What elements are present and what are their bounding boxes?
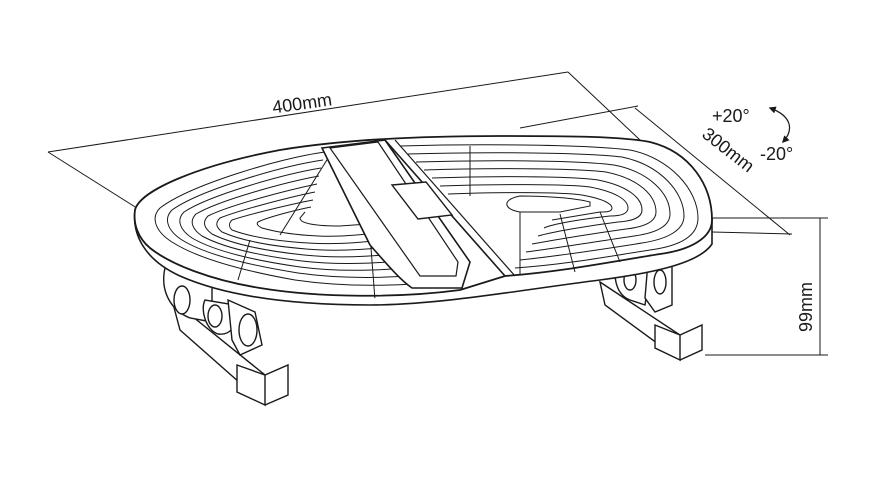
right-pad-grooves	[399, 144, 699, 275]
dimension-height	[705, 217, 828, 356]
width-dimension-line	[47, 71, 569, 153]
left-leg	[163, 267, 289, 407]
width-extension-right	[567, 71, 641, 141]
left-hinge-knob	[173, 285, 191, 315]
tilt-arrow-icon	[768, 106, 791, 144]
left-leg-foot	[236, 363, 289, 406]
platform	[133, 135, 713, 306]
depth-extension-top	[519, 105, 639, 129]
center-channel	[320, 139, 471, 289]
width-label: 400mm	[271, 89, 333, 117]
right-leg-foot	[654, 323, 703, 361]
dimension-width	[47, 71, 641, 211]
depth-extension-bottom	[711, 231, 793, 235]
left-pad-grooves	[154, 151, 451, 299]
height-label: 99mm	[796, 282, 816, 332]
depth-dimension-line	[634, 107, 791, 236]
depth-label: 300mm	[698, 124, 758, 177]
tilt-down-label: -20°	[760, 144, 793, 164]
dimension-depth	[519, 105, 793, 236]
tilt-up-label: +20°	[712, 106, 750, 126]
width-extension-left	[47, 151, 141, 211]
center-plate	[390, 181, 454, 220]
